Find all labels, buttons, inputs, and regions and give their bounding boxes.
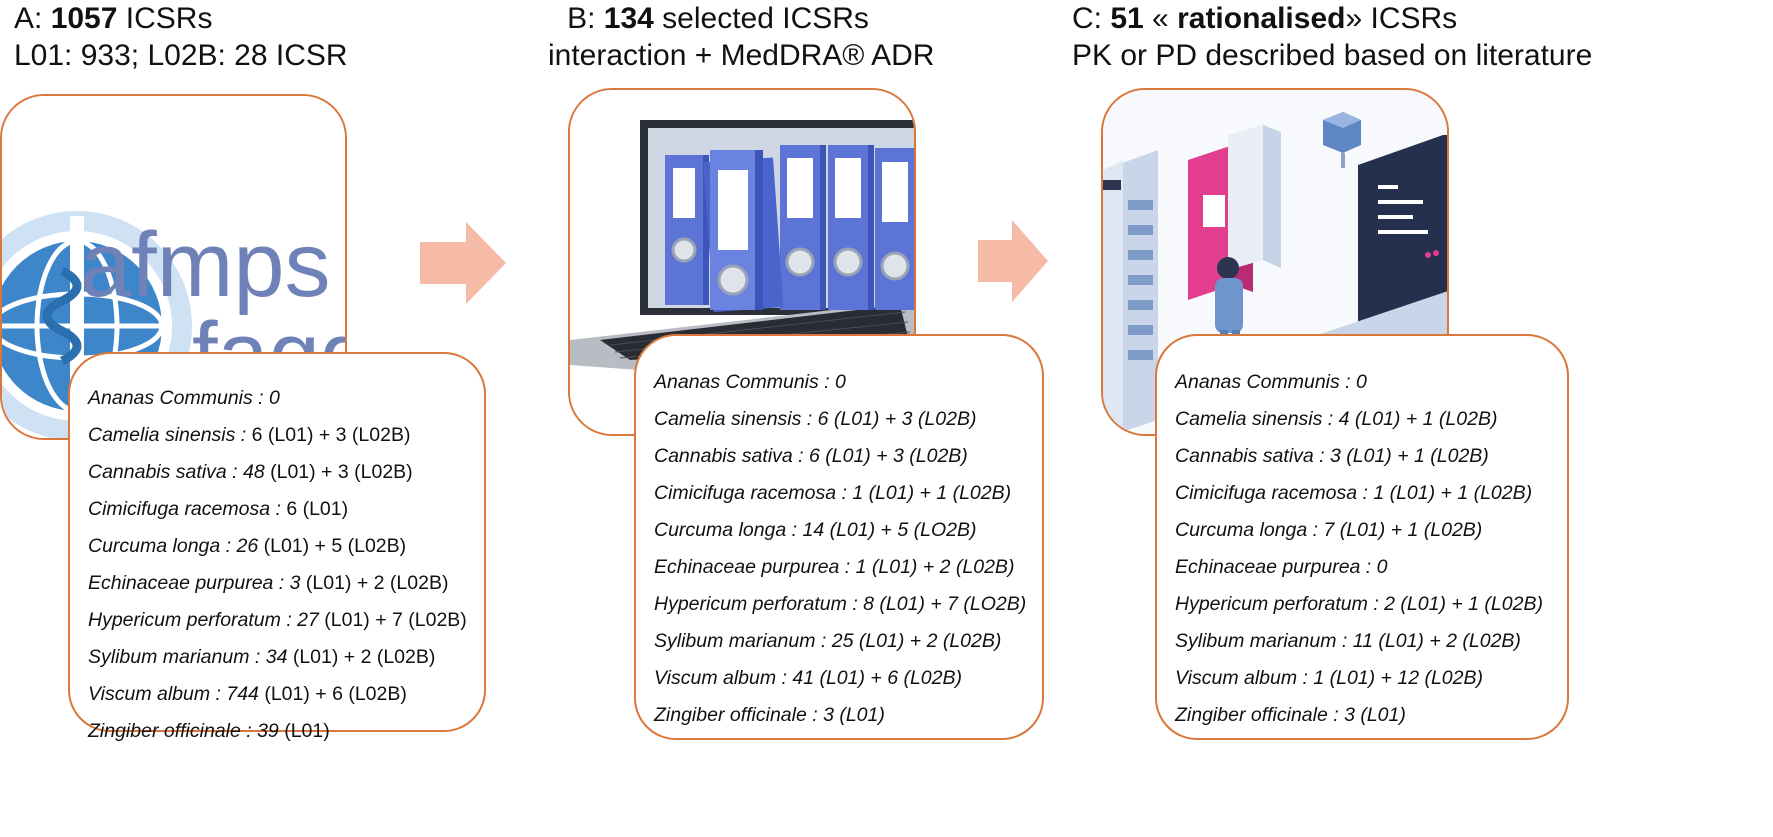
list-item: Hypericum perforatum : 2 (L01) + 1 (L02B… [1175,593,1543,615]
list-item: Camelia sinensis : 6 (L01) + 3 (L02B) [654,408,977,430]
panel-b-list: Ananas Communis : 0 Camelia sinensis : 6… [634,334,1044,740]
list-item: Cannabis sativa : 3 (L01) + 1 (L02B) [1175,445,1489,467]
list-item: Cannabis sativa : 6 (L01) + 3 (L02B) [654,445,968,467]
panel-c-heading-prefix: C: [1072,2,1111,35]
panel-b-heading-rest: selected ICSRs [653,2,869,35]
panel-a-list: Ananas Communis : 0 Camelia sinensis : 6… [68,352,486,742]
list-item: Cimicifuga racemosa : 1 (L01) + 1 (L02B) [1175,482,1533,504]
list-item: Curcuma longa : 26 (L01) + 5 (L02B) [88,535,407,557]
panel-c-rationalised: rationalised [1177,2,1346,35]
list-item: Viscum album : 744 (L01) + 6 (L02B) [88,683,407,705]
panel-a-heading-prefix: A: [14,2,51,35]
list-item: Curcuma longa : 7 (L01) + 1 (L02B) [1175,519,1483,541]
list-item: Viscum album : 41 (L01) + 6 (L02B) [654,667,963,689]
panel-c-heading: C: 51 « rationalised» ICSRs PK or PD des… [1072,0,1592,74]
list-item: Echinaceae purpurea : 3 (L01) + 2 (L02B) [88,572,449,594]
list-item: Sylibum marianum : 25 (L01) + 2 (L02B) [654,630,1002,652]
panel-c-heading-rest: » ICSRs [1345,2,1458,35]
logo-text-afmps: afmps [80,214,331,316]
list-item: Hypericum perforatum : 8 (L01) + 7 (LO2B… [654,593,1027,615]
list-item: Zingiber officinale : 3 (L01) [654,704,885,726]
list-item: Sylibum marianum : 11 (L01) + 2 (L02B) [1175,630,1521,652]
list-item: Sylibum marianum : 34 (L01) + 2 (L02B) [88,646,436,668]
list-item: Zingiber officinale : 39 (L01) [88,720,330,742]
list-item: Viscum album : 1 (L01) + 12 (L02B) [1175,667,1484,689]
right-arrow-icon [420,222,506,304]
list-item: Ananas Communis : 0 [1175,371,1367,393]
list-item: Ananas Communis : 0 [88,387,280,409]
list-item: Echinaceae purpurea : 1 (L01) + 2 (L02B) [654,556,1015,578]
list-item: Hypericum perforatum : 27 (L01) + 7 (L02… [88,609,467,631]
panel-a-count: 1057 [50,2,118,35]
panel-a-heading-rest: ICSRs [117,2,213,35]
right-arrow-icon [978,220,1048,302]
list-item: Echinaceae purpurea : 0 [1175,556,1388,578]
panel-b-heading-prefix: B: [567,2,604,35]
list-item: Curcuma longa : 14 (L01) + 5 (LO2B) [654,519,977,541]
panel-c-heading-quote: « [1143,2,1178,35]
list-item: Ananas Communis : 0 [654,371,846,393]
flow-arrow-a-to-b [420,222,506,304]
list-item: Camelia sinensis : 4 (L01) + 1 (L02B) [1175,408,1498,430]
panel-c-list: Ananas Communis : 0 Camelia sinensis : 4… [1155,334,1569,740]
panel-b-subheading: interaction + MedDRA® ADR [548,39,935,72]
panel-b-heading: B: 134 selected ICSRs interaction + MedD… [548,0,935,74]
panel-b-count: 134 [603,2,654,35]
panel-c-count: 51 [1110,2,1144,35]
list-item: Cimicifuga racemosa : 6 (L01) [88,498,349,520]
list-item: Zingiber officinale : 3 (L01) [1175,704,1406,726]
flow-arrow-b-to-c [978,220,1048,302]
list-item: Cimicifuga racemosa : 1 (L01) + 1 (L02B) [654,482,1012,504]
list-item: Camelia sinensis : 6 (L01) + 3 (L02B) [88,424,411,446]
panel-c-subheading: PK or PD described based on literature [1072,39,1593,72]
list-item: Cannabis sativa : 48 (L01) + 3 (L02B) [88,461,413,483]
panel-a-heading: A: 1057 ICSRs L01: 933; L02B: 28 ICSR [14,0,348,74]
panel-a-subheading: L01: 933; L02B: 28 ICSR [14,39,348,72]
